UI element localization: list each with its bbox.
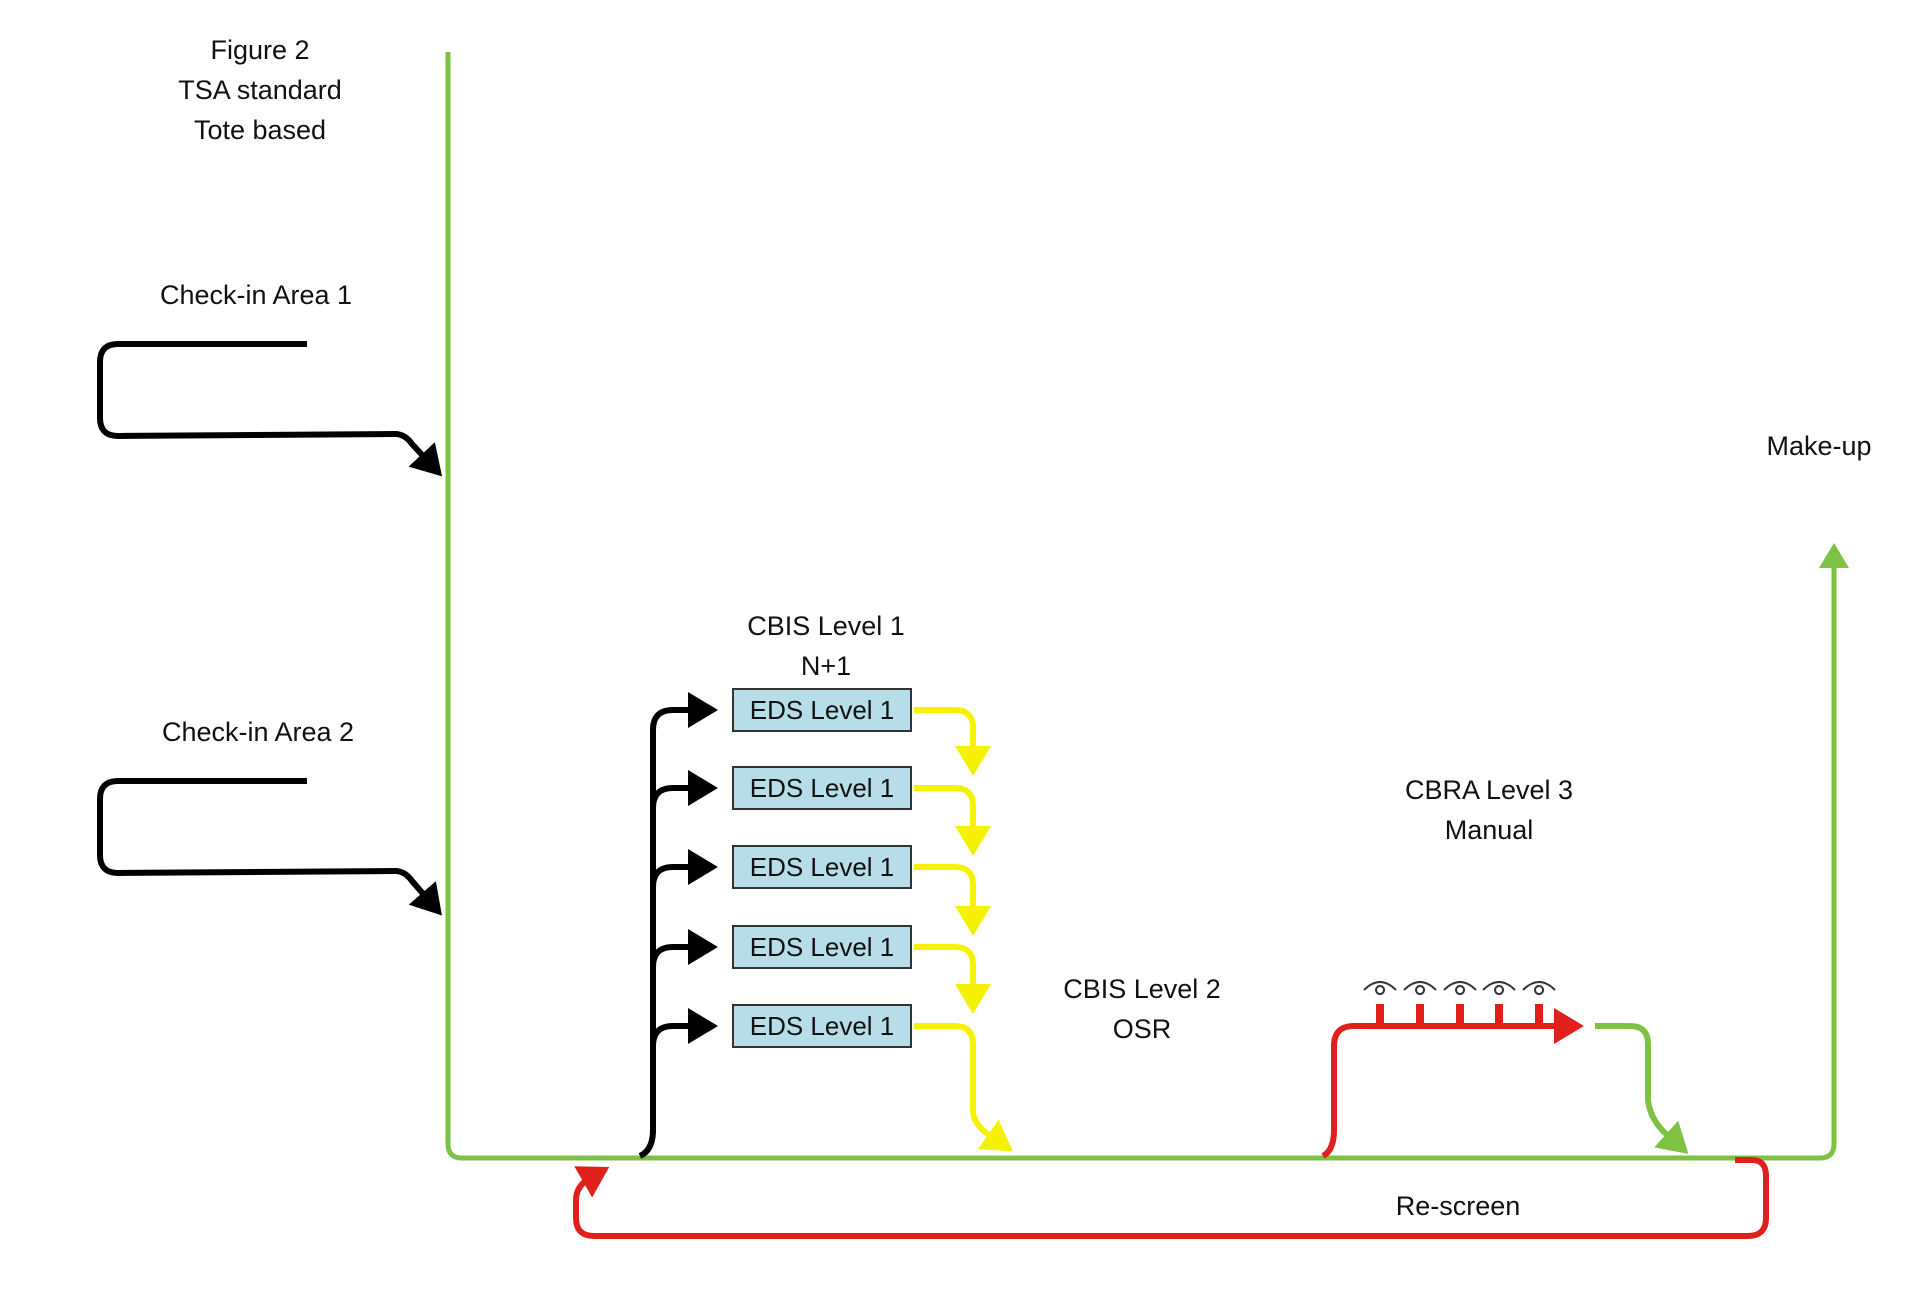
- cbra-label: CBRA Level 3 Manual: [1405, 770, 1573, 850]
- title-line2: TSA standard: [178, 75, 342, 105]
- eds-box-3: EDS Level 1: [732, 845, 912, 889]
- rescreen-label: Re-screen: [1395, 1191, 1521, 1221]
- eds-feed-arrows: [638, 692, 718, 1159]
- main-conveyor-line: [445, 52, 1849, 1161]
- cbis2-label: CBIS Level 2 OSR: [1063, 969, 1221, 1049]
- eds-box-1: EDS Level 1: [732, 688, 912, 732]
- checkin1-label: Check-in Area 1: [159, 280, 353, 310]
- cbis1-label: CBIS Level 1 N+1: [747, 606, 905, 686]
- eds-box-5: EDS Level 1: [732, 1004, 912, 1048]
- cbis1-line2: N+1: [800, 651, 852, 681]
- rescreen-loop: [573, 1157, 1769, 1239]
- cbis2-line2: OSR: [1112, 1014, 1172, 1044]
- checkin1-arrow: [97, 341, 443, 477]
- cbra-line1: CBRA Level 3: [1404, 775, 1574, 805]
- title-line1: Figure 2: [210, 35, 310, 65]
- eds-box-4: EDS Level 1: [732, 925, 912, 969]
- operator-icons: [1363, 981, 1556, 995]
- title-line3: Tote based: [193, 115, 327, 145]
- checkin2-arrow: [97, 778, 442, 916]
- eds-output-arrows: [914, 707, 1013, 1152]
- cbra-return: [1595, 1023, 1689, 1155]
- checkin2-label: Check-in Area 2: [161, 717, 355, 747]
- figure-title: Figure 2 TSA standard Tote based: [178, 30, 342, 150]
- eds-box-2: EDS Level 1: [732, 766, 912, 810]
- cbra-path: [1321, 1008, 1584, 1159]
- makeup-label: Make-up: [1766, 431, 1872, 461]
- cbis1-line1: CBIS Level 1: [747, 611, 905, 641]
- screening-stations: [1376, 1004, 1543, 1026]
- cbis2-line1: CBIS Level 2: [1063, 974, 1221, 1004]
- cbra-line2: Manual: [1444, 815, 1534, 845]
